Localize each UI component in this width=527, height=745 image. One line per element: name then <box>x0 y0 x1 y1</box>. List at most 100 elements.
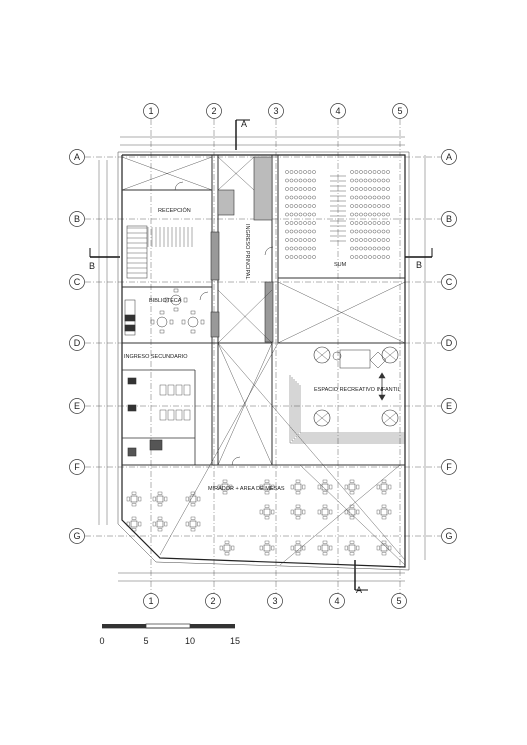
tree-icon <box>381 409 399 427</box>
restroom-stall <box>183 409 191 421</box>
restroom-stall <box>167 409 175 421</box>
chair-icon <box>290 545 294 551</box>
grid-bubble-label: 2 <box>210 596 215 606</box>
seat-icon <box>312 212 316 217</box>
chair-icon <box>388 484 392 490</box>
chair-icon <box>173 288 179 293</box>
seat-icon <box>368 170 372 174</box>
play-structure-icon <box>369 351 387 369</box>
seat-icon <box>359 229 363 234</box>
seat-icon <box>307 221 312 225</box>
seat-icon <box>372 195 377 200</box>
seat-icon <box>381 187 386 191</box>
chair-icon <box>295 504 301 508</box>
seat-icon <box>312 238 316 242</box>
room-label-ingreso-principal: INGRESO PRINCIPAL <box>244 224 250 280</box>
chair-icon <box>329 545 333 551</box>
chair-icon <box>356 545 360 551</box>
seat-icon <box>359 255 363 259</box>
chair-icon <box>302 509 306 515</box>
mesa-table-icon <box>130 495 138 503</box>
grid-bubble-label: 2 <box>211 106 216 116</box>
seat-icon <box>303 221 307 225</box>
structural-wall-block <box>264 281 274 343</box>
scale-bar-label: 15 <box>230 636 240 646</box>
sink-icon <box>127 404 137 412</box>
seat-icon <box>294 221 298 225</box>
chair-icon <box>152 521 156 527</box>
seat-icon <box>372 212 377 217</box>
computer-desk-icon <box>124 324 136 332</box>
seat-icon <box>312 229 316 234</box>
seat-icon <box>381 221 386 225</box>
seat-icon <box>386 212 390 217</box>
seat-icon <box>294 178 298 183</box>
seat-icon <box>289 238 294 242</box>
mesa-table-icon <box>380 483 388 491</box>
restroom-stall <box>183 384 191 396</box>
chair-icon <box>159 329 165 334</box>
seat-icon <box>363 238 368 242</box>
row-bubbles-right: A B C D E F G <box>441 149 457 544</box>
chair-icon <box>344 545 348 551</box>
library-table-icon <box>187 316 199 328</box>
grid-bubble <box>268 103 284 119</box>
chair-icon <box>290 509 294 515</box>
scale-bar-segment <box>102 624 146 628</box>
mesa-table-icon <box>263 508 271 516</box>
seat-icon <box>372 170 377 174</box>
seat-icon <box>285 170 289 174</box>
seat-icon <box>363 170 368 174</box>
seat-icon <box>303 246 307 251</box>
chair-icon <box>159 310 165 315</box>
chair-icon <box>295 540 301 544</box>
seat-icon <box>312 246 316 251</box>
grid-bubble-label: G <box>445 531 452 541</box>
seat-icon <box>377 178 381 183</box>
seat-icon <box>377 221 381 225</box>
seat-icon <box>294 170 298 174</box>
seat-icon <box>350 246 354 251</box>
chair-icon <box>317 484 321 490</box>
seat-icon <box>350 195 354 200</box>
section-mark-label: B <box>89 261 95 271</box>
seat-icon <box>386 255 390 259</box>
section-mark-b-left: B <box>89 261 95 271</box>
seat-icon <box>386 170 390 174</box>
grid-bubble <box>69 528 85 544</box>
section-mark-b-right: B <box>416 260 422 270</box>
seat-icon <box>285 187 289 191</box>
seat-icon <box>350 187 354 191</box>
seat-icon <box>354 212 359 217</box>
chair-icon <box>190 503 196 507</box>
chair-icon <box>349 504 355 508</box>
seat-icon <box>377 246 381 251</box>
room-label-sum: SUM <box>334 262 347 268</box>
grid-bubble <box>441 398 457 414</box>
arrow-head <box>378 372 386 379</box>
chair-icon <box>138 521 142 527</box>
seat-icon <box>350 204 354 208</box>
mesa-table-icon <box>189 520 197 528</box>
mesa-table-icon <box>348 508 356 516</box>
section-mark-label: A <box>241 119 247 129</box>
seat-icon <box>381 255 386 259</box>
seat-icon <box>285 204 289 208</box>
seat-icon <box>381 238 386 242</box>
chair-icon <box>322 491 328 495</box>
chair-icon <box>356 484 360 490</box>
seat-icon <box>354 246 359 251</box>
grid-bubble <box>441 211 457 227</box>
chair-icon <box>322 479 328 483</box>
tree-icon-line <box>383 412 397 424</box>
chair-icon <box>317 545 321 551</box>
chair-icon <box>295 479 301 483</box>
seat-icon <box>298 212 303 217</box>
room-label-mirador: MIRADOR + AREA DE MESAS <box>208 486 285 492</box>
seat-icon <box>350 255 354 259</box>
chair-icon <box>126 496 130 502</box>
mesa-table-icon <box>263 544 271 552</box>
grid-bubble-label: A <box>74 152 80 162</box>
chair-icon <box>224 540 230 544</box>
seat-icon <box>285 238 289 242</box>
